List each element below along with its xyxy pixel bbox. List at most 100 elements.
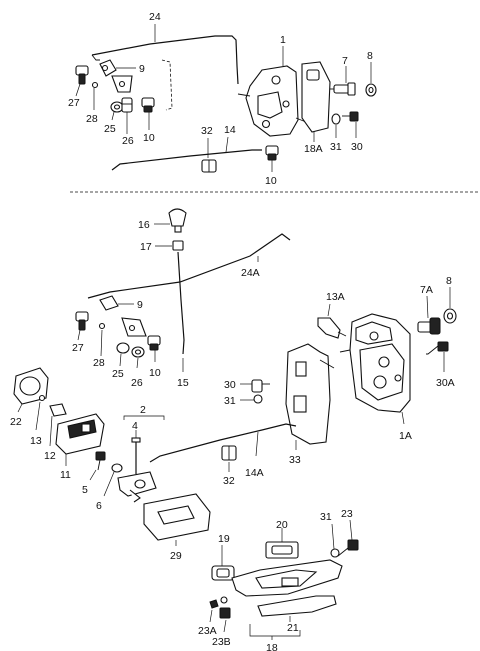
rod-15 bbox=[177, 251, 185, 355]
screw-5 bbox=[95, 451, 106, 471]
clip-9 bbox=[99, 59, 117, 77]
label-9b: 9 bbox=[137, 299, 143, 311]
grommet-25-bottom bbox=[116, 342, 130, 354]
trim-21 bbox=[257, 595, 337, 617]
label-10a: 10 bbox=[143, 132, 155, 144]
clip-10a bbox=[141, 97, 155, 113]
label-14a: 14A bbox=[245, 467, 264, 479]
clip-10-bottom bbox=[147, 335, 161, 351]
label-23a: 23A bbox=[198, 625, 217, 637]
label-16: 16 bbox=[138, 219, 150, 231]
label-4: 4 bbox=[132, 420, 138, 432]
label-31: 31 bbox=[330, 141, 342, 153]
label-1: 1 bbox=[280, 34, 286, 46]
rod-14a bbox=[149, 423, 297, 463]
washer-31-bottom bbox=[253, 394, 263, 404]
cover-22 bbox=[13, 367, 49, 405]
top-section: 24 1 18A 7 bbox=[68, 11, 377, 187]
label-25: 25 bbox=[104, 123, 116, 135]
clip-32 bbox=[201, 159, 217, 173]
bush-27-bottom bbox=[75, 311, 89, 331]
handle-11 bbox=[55, 413, 105, 455]
label-24a: 24A bbox=[241, 267, 260, 279]
label-21: 21 bbox=[287, 622, 299, 634]
bezel-12 bbox=[49, 403, 67, 417]
label-31b: 31 bbox=[224, 395, 236, 407]
label-20: 20 bbox=[276, 519, 288, 531]
rod-24 bbox=[91, 35, 239, 85]
label-19: 19 bbox=[218, 533, 230, 545]
screw-23a bbox=[209, 599, 231, 619]
washer-23b bbox=[220, 596, 228, 604]
label-10b: 10 bbox=[265, 175, 277, 187]
rod-14 bbox=[111, 149, 262, 171]
linkage-assembly bbox=[117, 471, 157, 503]
screw-30 bbox=[342, 111, 359, 122]
striker-13a bbox=[317, 317, 347, 339]
label-6: 6 bbox=[96, 500, 102, 512]
bracket-2 bbox=[123, 415, 165, 420]
plate-18a bbox=[301, 61, 331, 133]
clip-32-bottom bbox=[221, 445, 237, 461]
label-32b: 32 bbox=[223, 475, 235, 487]
clip-10b bbox=[265, 145, 279, 161]
clip-28-bottom bbox=[98, 322, 106, 330]
label-2: 2 bbox=[140, 404, 146, 416]
label-13: 13 bbox=[30, 435, 42, 447]
pin-4 bbox=[131, 437, 141, 474]
label-23b: 23B bbox=[212, 636, 231, 648]
label-12: 12 bbox=[44, 450, 56, 462]
label-17: 17 bbox=[140, 241, 152, 253]
outer-handle-18 bbox=[231, 559, 343, 597]
label-32: 32 bbox=[201, 125, 213, 137]
bottom-section: 16 17 15 24A 9 27 2 8 bbox=[10, 208, 457, 651]
label-26b: 26 bbox=[131, 377, 143, 389]
label-8: 8 bbox=[367, 50, 373, 62]
bolt-7a bbox=[417, 317, 441, 335]
label-18a: 18A bbox=[304, 143, 323, 155]
cap-19 bbox=[211, 565, 235, 581]
label-27: 27 bbox=[68, 97, 80, 109]
label-30b: 30 bbox=[224, 379, 236, 391]
knob-16 bbox=[168, 208, 187, 233]
plate-33 bbox=[285, 343, 335, 445]
screw-30a bbox=[426, 341, 449, 355]
bush-26-bottom bbox=[131, 346, 145, 358]
label-24: 24 bbox=[149, 11, 161, 23]
bolt-7 bbox=[330, 82, 356, 96]
label-9: 9 bbox=[139, 63, 145, 75]
pad-29 bbox=[143, 493, 211, 541]
label-27b: 27 bbox=[72, 342, 84, 354]
label-33: 33 bbox=[289, 454, 301, 466]
label-18: 18 bbox=[266, 642, 278, 651]
label-11: 11 bbox=[60, 469, 71, 481]
label-7a: 7A bbox=[420, 284, 433, 296]
label-1a: 1A bbox=[399, 430, 412, 442]
label-28: 28 bbox=[86, 113, 98, 125]
label-30: 30 bbox=[351, 141, 363, 153]
label-30a: 30A bbox=[436, 377, 455, 389]
label-14: 14 bbox=[224, 124, 236, 136]
washer-31-handle bbox=[330, 548, 340, 558]
bush-27 bbox=[75, 65, 89, 85]
cap-20 bbox=[265, 541, 299, 559]
label-7: 7 bbox=[342, 55, 348, 67]
screw-30-bottom bbox=[251, 379, 270, 393]
clip-28 bbox=[91, 81, 99, 89]
washer-31 bbox=[331, 113, 341, 125]
door-lock-1 bbox=[237, 65, 307, 137]
screw-23 bbox=[337, 539, 359, 557]
label-13a: 13A bbox=[326, 291, 345, 303]
spring-6 bbox=[111, 463, 123, 473]
label-29: 29 bbox=[170, 550, 182, 562]
label-26: 26 bbox=[122, 135, 134, 147]
label-22: 22 bbox=[10, 416, 22, 428]
label-15: 15 bbox=[177, 377, 189, 389]
label-5: 5 bbox=[82, 484, 88, 496]
label-8b: 8 bbox=[446, 275, 452, 287]
guide-17 bbox=[172, 240, 184, 251]
door-lock-1a bbox=[339, 313, 411, 413]
bush-26 bbox=[121, 97, 133, 113]
rod-24a bbox=[87, 233, 291, 299]
